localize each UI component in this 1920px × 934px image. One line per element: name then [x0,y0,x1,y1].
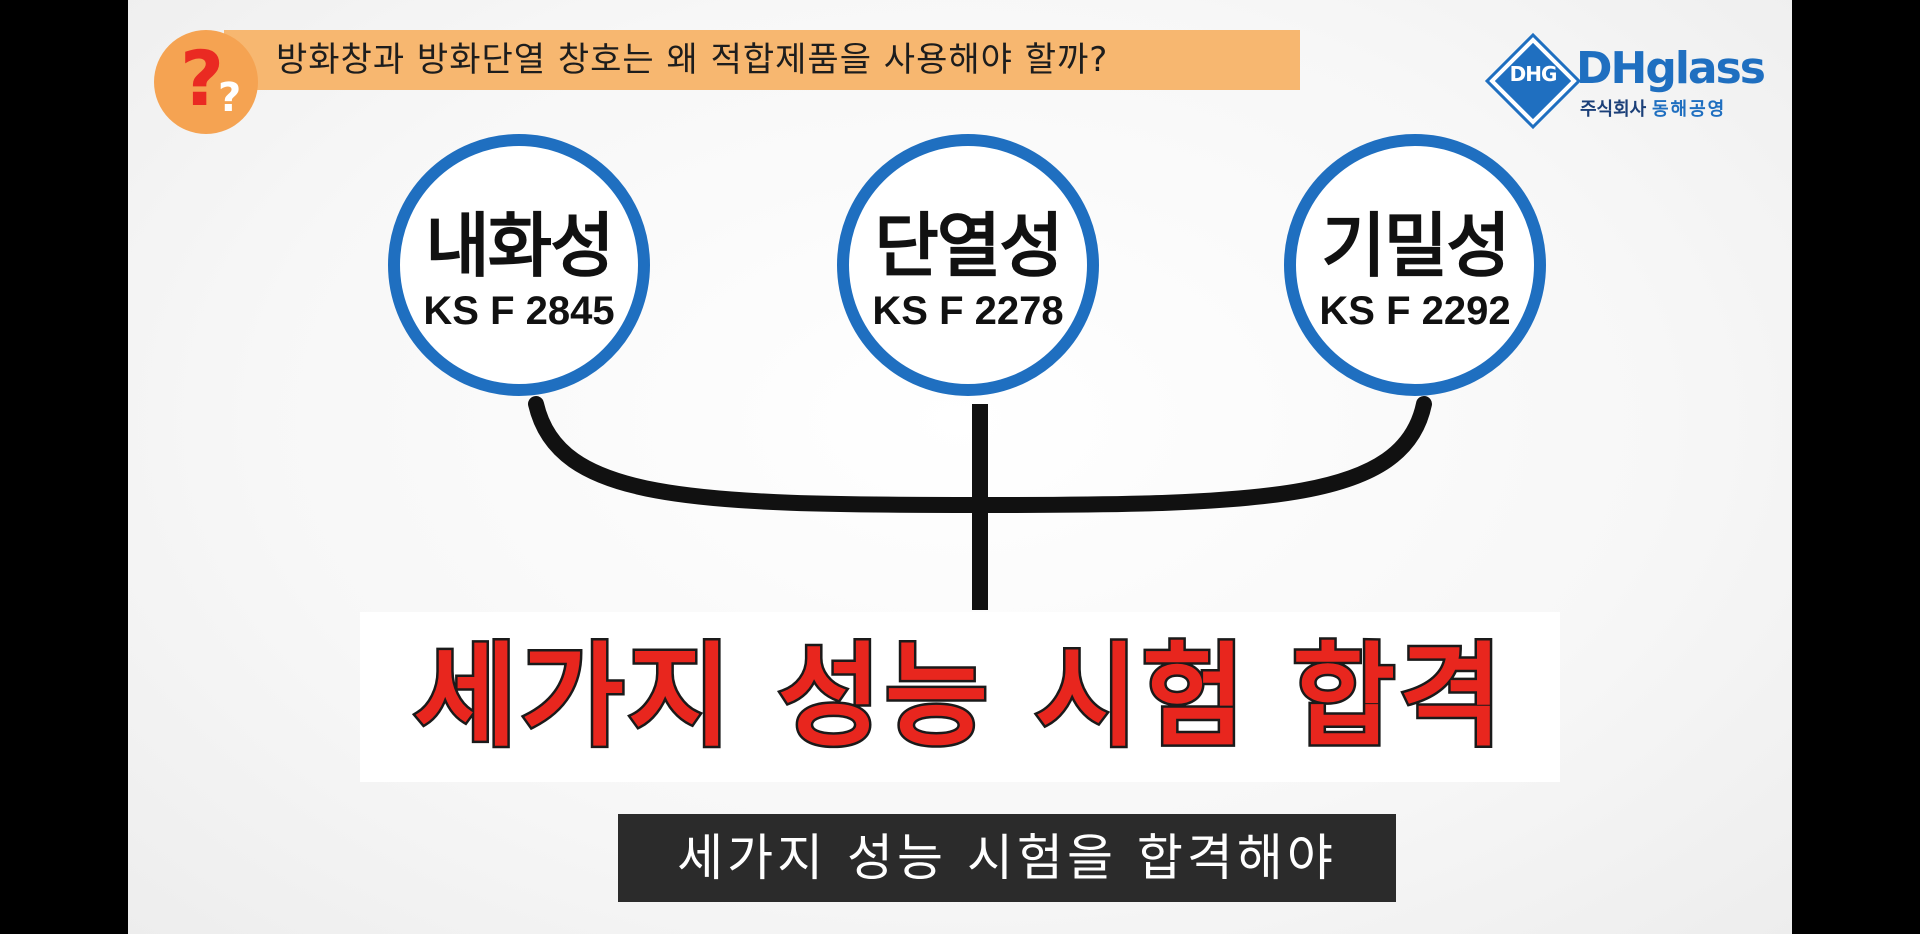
slide-canvas: ? ? 방화창과 방화단열 창호는 왜 적합제품을 사용해야 할까? DHG D… [128,0,1792,934]
company-logo: DHG DHglass 주식회사 동해공영 [1489,37,1766,134]
question-mark-icon: ? [180,34,225,123]
criterion-circle-fire-resistance: 내화성 KS F 2845 [388,134,650,396]
criterion-code: KS F 2292 [1319,289,1511,333]
question-text: 방화창과 방화단열 창호는 왜 적합제품을 사용해야 할까? [276,40,1109,80]
criterion-circle-insulation: 단열성 KS F 2278 [837,134,1099,396]
headline-text: 세가지 성능 시험 합격 [411,630,1507,765]
subtitle-text: 세가지 성능 시험을 합격해야 [677,829,1337,887]
logo-name: DHglass [1576,43,1766,94]
question-mark-small-icon: ? [218,75,242,121]
logo-sub-name: 동해공영 [1651,99,1727,120]
criterion-code: KS F 2278 [872,289,1064,333]
criterion-title: 단열성 [874,205,1063,287]
logo-subtitle: 주식회사 동해공영 [1580,98,1726,122]
criterion-code: KS F 2845 [423,289,615,333]
criterion-title: 기밀성 [1321,205,1510,287]
logo-badge-text: DHG [1509,62,1558,86]
connector-lines [528,396,1432,610]
question-circle [154,30,258,134]
headline-box: 세가지 성능 시험 합격 [360,612,1560,782]
question-banner [224,30,1300,90]
subtitle-caption: 세가지 성능 시험을 합격해야 [618,814,1396,902]
logo-sub-company: 주식회사 [1580,99,1647,120]
criterion-title: 내화성 [425,205,614,287]
criterion-circle-airtightness: 기밀성 KS F 2292 [1284,134,1546,396]
